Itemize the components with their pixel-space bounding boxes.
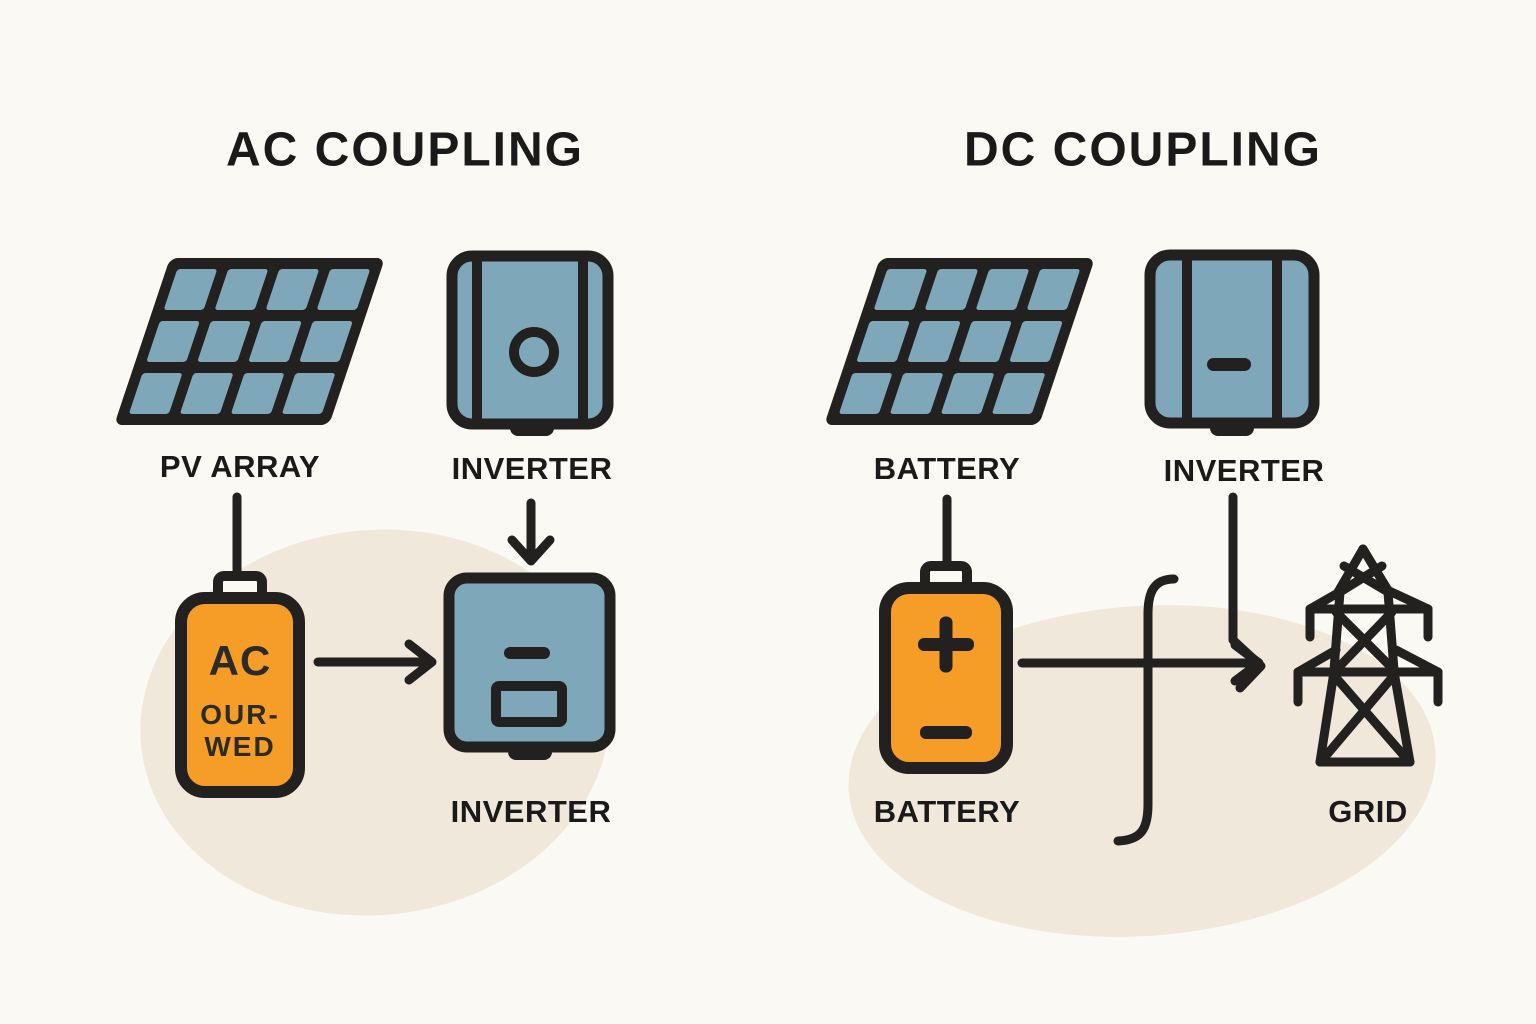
battery-icon-dc xyxy=(879,561,1013,774)
dc-battery-label: BATTERY xyxy=(873,794,1021,829)
pv-array-icon-dc xyxy=(824,258,1095,425)
dc-panel-label: BATTERY xyxy=(873,451,1021,486)
battery-to-inverter-arrow xyxy=(313,639,437,685)
pv-array-label: PV ARRAY xyxy=(159,449,321,484)
inverter-box-icon xyxy=(443,572,616,760)
ac-battery-text-line1: AC xyxy=(208,637,272,684)
battery-to-grid-arrow xyxy=(1017,640,1264,686)
inverter-bottom-label: INVERTER xyxy=(450,794,612,829)
inverter-icon-dc xyxy=(1144,249,1320,436)
inverter-to-grid-line xyxy=(1228,492,1266,693)
pv-array-icon xyxy=(114,258,385,425)
inverter-top-label: INVERTER xyxy=(451,451,613,486)
minus-icon xyxy=(920,726,972,739)
grid-label: GRID xyxy=(1328,794,1408,829)
dc-bus-curve-line xyxy=(1113,574,1179,846)
grid-tower-icon xyxy=(1293,544,1443,767)
dc-coupling-title: DC COUPLING xyxy=(964,123,1322,177)
ac-coupling-title: AC COUPLING xyxy=(226,123,584,177)
ac-battery-text-line3: WED xyxy=(204,731,276,762)
battery-icon xyxy=(175,571,305,798)
inverter-icon xyxy=(446,250,614,436)
dc-inverter-label: INVERTER xyxy=(1163,453,1325,488)
inverter-down-arrow xyxy=(507,498,555,566)
ac-battery-text-line2: OUR- xyxy=(200,699,280,730)
plus-icon xyxy=(918,616,974,673)
